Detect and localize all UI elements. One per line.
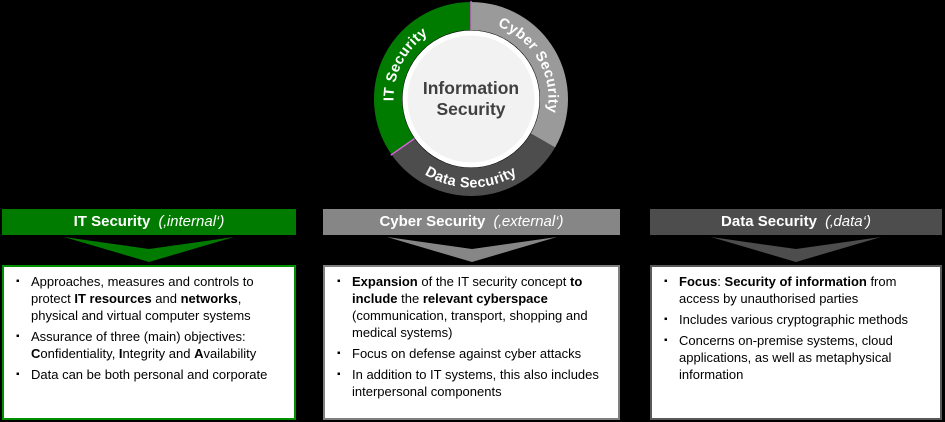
bullet-square-icon: ▪: [337, 348, 341, 359]
segment-it-security: [374, 2, 471, 155]
bullet-item: ▪In addition to IT systems, this also in…: [337, 367, 599, 399]
bullet-item: ▪Approaches, measures and controls to pr…: [16, 274, 254, 323]
bullet-item: ▪Concerns on-premise systems, cloud appl…: [664, 333, 893, 382]
down-arrow-icon: [386, 237, 557, 262]
bullet-list: ▪Expansion of the IT security concept to…: [335, 273, 612, 400]
bullet-item: ▪Data can be both personal and corporate: [16, 367, 268, 382]
down-arrow-icon: [711, 237, 881, 262]
segment-data-security: [391, 133, 556, 196]
bullet-list: ▪Approaches, measures and controls to pr…: [14, 273, 288, 383]
segment-separator: [390, 138, 415, 156]
bullet-item: ▪Expansion of the IT security concept to…: [337, 274, 588, 340]
header-qualifier: (‚data‘): [825, 213, 871, 230]
header-title: Cyber Security: [379, 213, 486, 230]
bullet-square-icon: ▪: [664, 314, 668, 325]
it-security-header-bar: IT Security (‚internal‘): [2, 209, 296, 235]
bullet-square-icon: ▪: [664, 335, 668, 346]
column-data-security: Data Security (‚data‘) ▪Focus: Security …: [650, 209, 942, 420]
header-qualifier: (‚internal‘): [158, 213, 225, 230]
bullet-square-icon: ▪: [16, 276, 20, 287]
bullet-item: ▪Focus: Security of information from acc…: [664, 274, 897, 306]
cyber-security-header-bar: Cyber Security (‚external‘): [323, 209, 620, 235]
it-security-detail-box: ▪Approaches, measures and controls to pr…: [2, 265, 296, 420]
bullet-square-icon: ▪: [664, 276, 668, 287]
segment-cyber-security: [471, 2, 568, 148]
column-cyber-security: Cyber Security (‚external‘) ▪Expansion o…: [323, 209, 620, 420]
bullet-item: ▪Focus on defense against cyber attacks: [337, 346, 582, 361]
donut-center-disc: [402, 30, 540, 168]
data-security-header-bar: Data Security (‚data‘): [650, 209, 942, 235]
bullet-item: ▪Includes various cryptographic methods: [664, 312, 909, 327]
column-it-security: IT Security (‚internal‘) ▪Approaches, me…: [2, 209, 296, 420]
header-qualifier: (‚external‘): [493, 213, 564, 230]
header-title: Data Security: [721, 213, 817, 230]
bullet-square-icon: ▪: [337, 369, 341, 380]
down-arrow-icon: [64, 237, 234, 262]
bullet-square-icon: ▪: [16, 369, 20, 380]
data-security-detail-box: ▪Focus: Security of information from acc…: [650, 265, 942, 420]
cyber-security-detail-box: ▪Expansion of the IT security concept to…: [323, 265, 620, 420]
bullet-item: ▪Assurance of three (main) objectives: C…: [16, 329, 257, 361]
bullet-square-icon: ▪: [16, 331, 20, 342]
header-title: IT Security: [73, 213, 151, 230]
bullet-square-icon: ▪: [337, 276, 341, 287]
bullet-list: ▪Focus: Security of information from acc…: [662, 273, 934, 383]
